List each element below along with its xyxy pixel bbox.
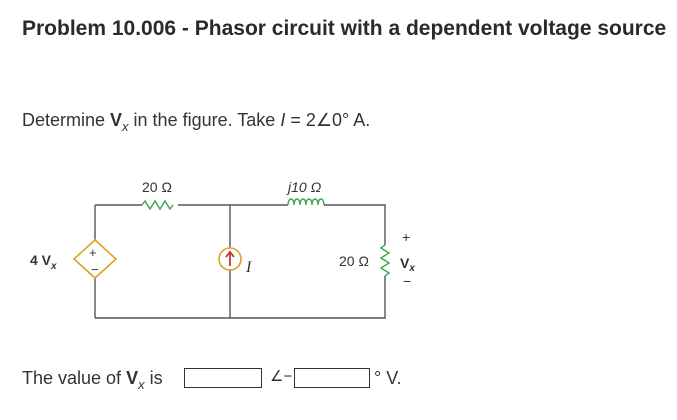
dep-source-label: 4 Vx: [30, 252, 57, 272]
dep-source-plus: +: [89, 245, 97, 260]
wire-right-bottom: [95, 276, 386, 319]
dep-source-minus: −: [91, 262, 99, 277]
dependent-voltage-source: [72, 238, 118, 280]
problem-title: Problem 10.006 - Phasor circuit with a d…: [22, 17, 667, 40]
answer-variable: V: [126, 368, 139, 388]
prompt-current-symbol: I: [280, 110, 286, 130]
wire-top-right: [324, 204, 386, 245]
r2-label: 20 Ω: [339, 253, 369, 269]
answer-unit: ° V.: [374, 368, 402, 388]
r1-label: 20 Ω: [142, 179, 172, 195]
current-arrow-icon: [225, 250, 235, 266]
circuit-diagram: + − 4 Vx I 20 Ω j10 Ω 20 Ω + Vx −: [30, 179, 415, 319]
vx-minus: −: [403, 273, 411, 289]
vx-label: Vx: [400, 255, 415, 274]
current-source-label: I: [245, 259, 252, 276]
answer-variable-subscript: x: [138, 377, 145, 392]
answer-is: is: [144, 368, 163, 388]
problem-prompt: Determine Vx in the figure. Take I = 2∠0…: [22, 110, 371, 134]
prompt-text-middle: in the figure. Take: [128, 110, 281, 130]
resistor-r2: [379, 244, 391, 277]
magnitude-input[interactable]: [184, 368, 262, 388]
prompt-variable-subscript: x: [122, 119, 129, 134]
prompt-text-before: Determine: [22, 110, 111, 130]
answer-prefix: The value of: [22, 368, 127, 388]
inductor-label: j10 Ω: [286, 179, 322, 195]
angle-input[interactable]: [294, 368, 370, 388]
inductor: [287, 198, 325, 206]
resistor-r1: [141, 199, 174, 211]
prompt-text-after: = 2∠0° A.: [285, 110, 371, 130]
angle-symbol: ∠−: [270, 368, 293, 385]
answer-row: The value of Vx is ∠− ° V.: [22, 368, 402, 392]
prompt-variable: V: [110, 110, 123, 130]
vx-plus: +: [402, 229, 410, 245]
